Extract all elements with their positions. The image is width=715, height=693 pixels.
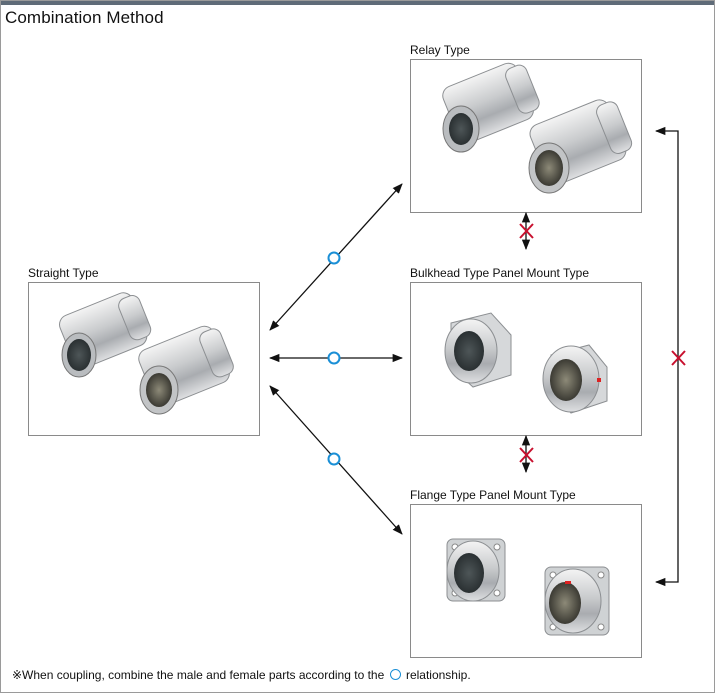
page-title: Combination Method <box>5 8 164 27</box>
relay-type-label: Relay Type <box>410 43 470 57</box>
bulkhead-type-label: Bulkhead Type Panel Mount Type <box>410 266 590 280</box>
footnote: ※When coupling, combine the male and fem… <box>12 668 471 682</box>
header-bar <box>0 0 715 5</box>
bulkhead-type-box <box>410 282 642 436</box>
relay-type-box <box>410 59 642 213</box>
flange-type-box <box>410 504 642 658</box>
relay-connector-image <box>442 62 633 194</box>
straight-type-box <box>28 282 260 436</box>
ng-mark-bulkhead-flange <box>519 447 534 463</box>
ok-mark-straight-relay <box>327 251 341 265</box>
footnote-text: ※When coupling, combine the male and fem… <box>12 668 385 682</box>
straight-connector-image <box>59 292 234 415</box>
flange-type-label: Flange Type Panel Mount Type <box>410 488 576 502</box>
ok-mark-straight-bulkhead <box>327 351 341 365</box>
circle-icon <box>389 669 401 680</box>
straight-type-label: Straight Type <box>28 266 99 280</box>
ng-mark-relay-bulkhead <box>519 223 534 239</box>
arrow-relay-flange <box>654 126 679 587</box>
bulkhead-connector-image <box>444 312 608 414</box>
footnote-suffix: relationship. <box>405 668 471 682</box>
ok-mark-straight-flange <box>327 452 341 466</box>
flange-connector-image <box>446 538 610 636</box>
ng-mark-relay-flange <box>671 350 686 366</box>
